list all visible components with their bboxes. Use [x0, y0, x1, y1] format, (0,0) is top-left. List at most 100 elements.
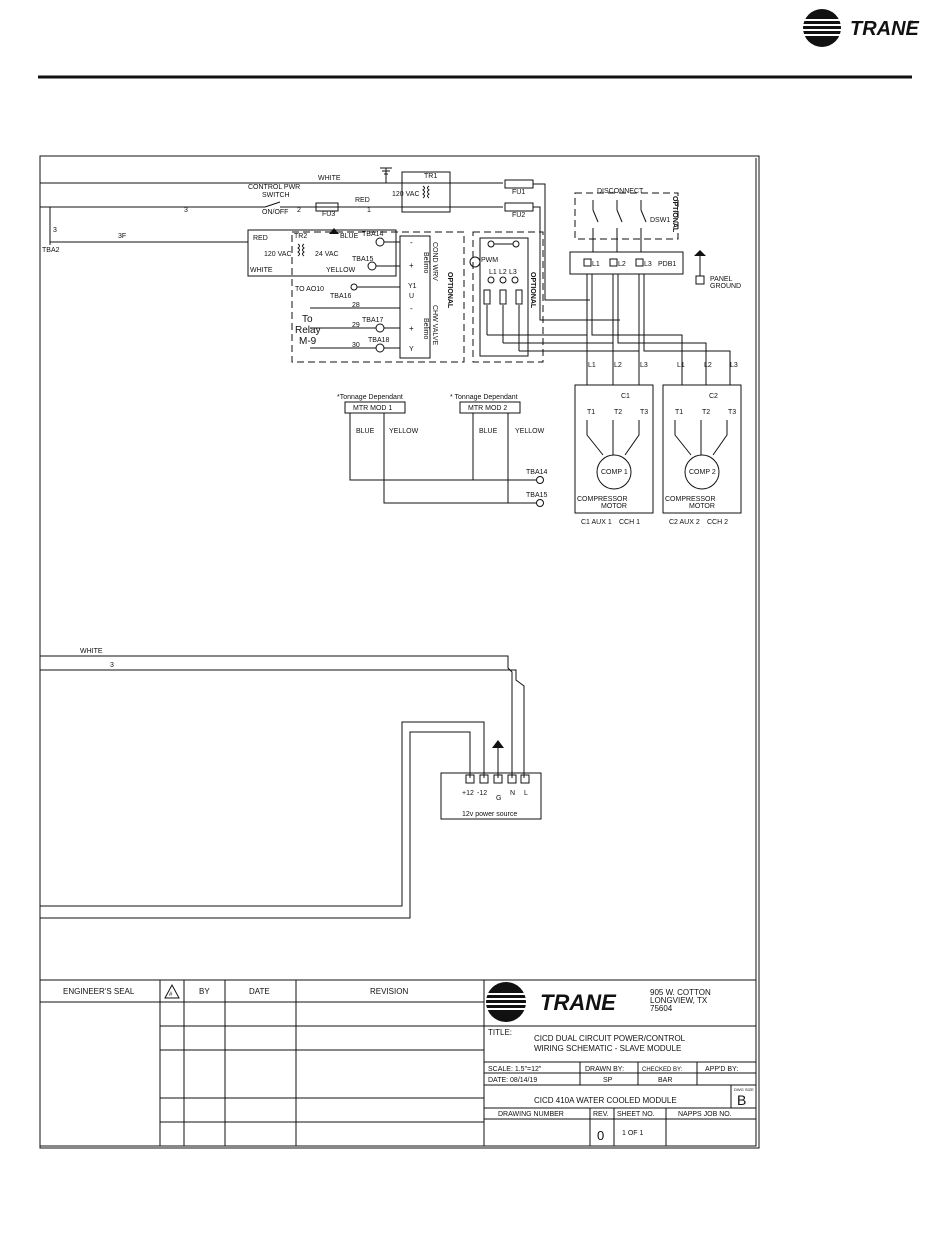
- label-pdb-l1: L1: [592, 261, 600, 268]
- label-ps-name: 12v power source: [462, 811, 517, 818]
- label-2: 2: [297, 207, 301, 214]
- tr2-transformer: [247, 229, 397, 277]
- label-plus-1: +: [409, 261, 414, 270]
- label-to-ao10: TO AO10: [295, 286, 324, 293]
- tb-size-label: DWG SIZE: [734, 1087, 754, 1092]
- trane-globe-stripes: [803, 19, 841, 36]
- trane-logo: TRANE ®: [803, 9, 920, 47]
- tb-by: BY: [199, 987, 210, 996]
- label-contactor-c2: C2: [709, 393, 718, 400]
- label-ps-m12: -12: [477, 790, 487, 797]
- label-ps-n: N: [510, 790, 515, 797]
- label-pdb1: PDB1: [658, 261, 676, 268]
- power-wiring: WHITE 3 RED 1 2 CONTROL PWR SWITCH ON/OF…: [40, 167, 741, 385]
- label-white: WHITE: [318, 175, 341, 182]
- optional-pwm-box: [472, 231, 544, 363]
- label-comp-1: COMP 1: [601, 469, 628, 476]
- label-c1-t1: T1: [587, 409, 595, 416]
- label-mod2-blue: BLUE: [479, 428, 498, 435]
- tb-drawn-by: DRAWN BY:: [585, 1066, 624, 1073]
- tb-date-value: DATE: 08/14/19: [488, 1077, 537, 1084]
- tb-address-2: LONGVIEW, TX: [650, 996, 708, 1005]
- tr1-coil-icon: [422, 185, 430, 199]
- trane-globe-icon: [803, 9, 841, 47]
- optional-valve-box: [291, 231, 465, 363]
- label-optional-valves: OPTIONAL: [446, 272, 453, 309]
- label-tr1: TR1: [424, 173, 437, 180]
- label-1: 1: [367, 207, 371, 214]
- label-minus-1: -: [410, 238, 413, 247]
- label-motor-1: MOTOR: [601, 503, 627, 510]
- label-mod2-yellow: YELLOW: [515, 428, 545, 435]
- label-tba15-bottom: TBA15: [526, 492, 548, 499]
- fu1-fuse: [504, 179, 534, 189]
- label-pdb-l2: L2: [618, 261, 626, 268]
- label-mtr-mod-2: MTR MOD 2: [468, 405, 507, 412]
- label-c1-t2: T2: [614, 409, 622, 416]
- tb-sheet-no: SHEET NO.: [617, 1111, 655, 1118]
- tb-revision: REVISION: [370, 987, 408, 996]
- tb-title-2: WIRING SCHEMATIC - SLAVE MODULE: [534, 1044, 681, 1053]
- tb-engineers-seal: ENGINEER'S SEAL: [63, 987, 135, 996]
- label-belimo-1: Belimo: [422, 252, 429, 274]
- motor-modules: *Tonnage Dependant MTR MOD 1 * Tonnage D…: [337, 394, 548, 507]
- label-ps-p12: +12: [462, 790, 474, 797]
- tb-checked-by-value: BAR: [658, 1077, 672, 1084]
- trane-reg-mark: ®: [909, 20, 914, 27]
- label-tba16: TBA16: [330, 293, 352, 300]
- label-motor-2: MOTOR: [689, 503, 715, 510]
- label-mod1-yellow: YELLOW: [389, 428, 419, 435]
- valve-terminal-block: [399, 235, 431, 359]
- lower-wiring: WHITE 3 +12 -12 G N L 12v power source: [40, 648, 542, 919]
- label-switch: SWITCH: [262, 192, 290, 199]
- label-tr2-120vac: 120 VAC: [264, 251, 292, 258]
- label-on-off: ON/OFF: [262, 209, 288, 216]
- tr2-coil-icon: [297, 243, 305, 257]
- label-29: 29: [352, 322, 360, 329]
- label-pwm-l1: L1: [489, 269, 497, 276]
- label-left-3: 3: [53, 227, 57, 234]
- label-mod1-blue: BLUE: [356, 428, 375, 435]
- label-optional-pwm: OPTIONAL: [529, 272, 536, 309]
- tb-module: CICD 410A WATER COOLED MODULE: [534, 1096, 677, 1105]
- fu3-fuse: [315, 202, 339, 212]
- label-c2-aux2: C2 AUX 2: [669, 519, 700, 526]
- label-c2-t3: T3: [728, 409, 736, 416]
- label-3: 3: [184, 207, 188, 214]
- label-panel: PANEL: [710, 276, 733, 283]
- label-tr2-yellow: YELLOW: [326, 267, 356, 274]
- label-tba14-top: TBA14: [362, 231, 384, 238]
- comp-1-motor-icon: [596, 454, 632, 490]
- label-c2-l1: L1: [677, 362, 685, 369]
- tr1-transformer: [401, 171, 451, 213]
- label-ps-l: L: [524, 790, 528, 797]
- tb-date: DATE: [249, 987, 270, 996]
- label-pdb-l3: L3: [644, 261, 652, 268]
- tb-address-3: 75604: [650, 1004, 673, 1013]
- label-contactor-c1: C1: [621, 393, 630, 400]
- tb-rev: REV.: [593, 1111, 609, 1118]
- label-pwm: PWM: [481, 257, 498, 264]
- tb-title-1: CICD DUAL CIRCUIT POWER/CONTROL: [534, 1034, 686, 1043]
- label-compressor-1: COMPRESSOR: [577, 496, 628, 503]
- label-dsw1: DSW1: [650, 217, 670, 224]
- label-tr1-vac: 120 VAC: [392, 191, 420, 198]
- label-tr2-white: WHITE: [250, 267, 273, 274]
- label-c2-t1: T1: [675, 409, 683, 416]
- title-block: ENGINEER'S SEAL # BY DATE REVISION TRANE…: [39, 979, 757, 1147]
- label-m9: M-9: [299, 336, 317, 347]
- label-control-pwr: CONTROL PWR: [248, 184, 300, 191]
- tb-rev-value: 0: [597, 1128, 604, 1143]
- label-tba17: TBA17: [362, 317, 384, 324]
- trane-wordmark: TRANE: [850, 18, 920, 40]
- label-fu3: FU3: [322, 211, 335, 218]
- label-c1-l2: L2: [614, 362, 622, 369]
- label-u: U: [409, 293, 414, 300]
- label-tr2-24vac: 24 VAC: [315, 251, 339, 258]
- label-fu1: FU1: [512, 189, 525, 196]
- label-red: RED: [355, 197, 370, 204]
- tb-rev-symbol: #: [169, 992, 173, 998]
- fu2-fuse: [504, 202, 534, 212]
- tb-trane-wordmark: TRANE: [540, 990, 617, 1015]
- label-comp-2: COMP 2: [689, 469, 716, 476]
